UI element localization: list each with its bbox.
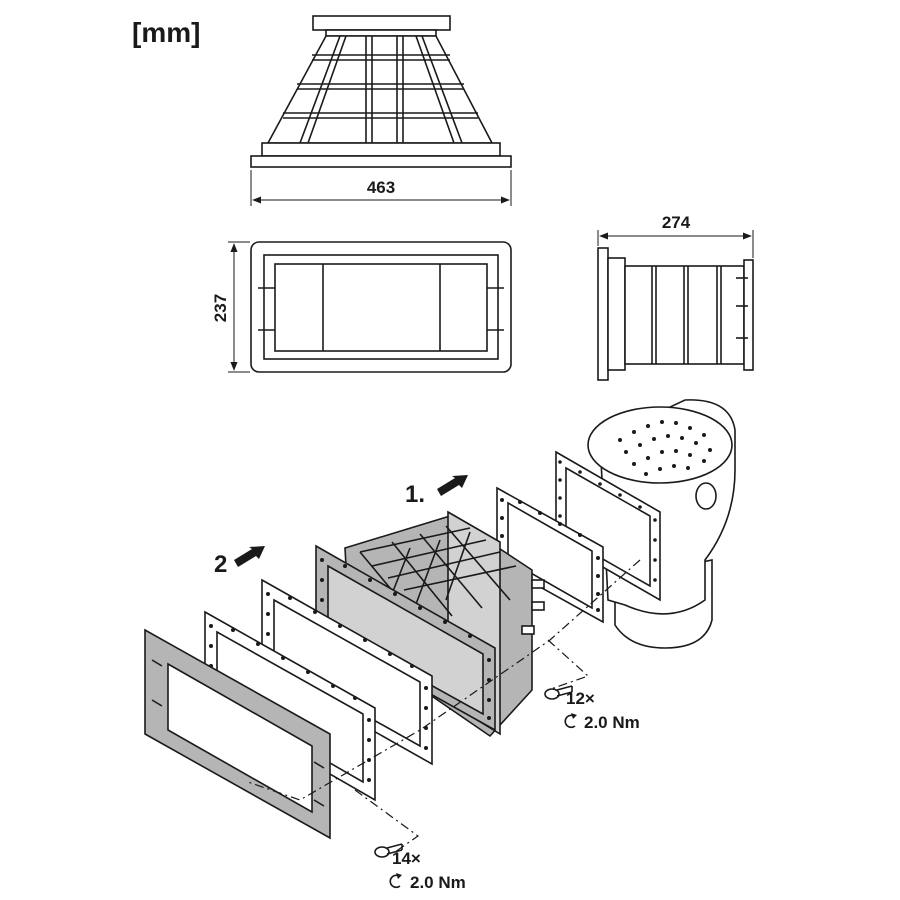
lower-screw-icon (374, 843, 403, 858)
lower-torque-icon (389, 873, 402, 889)
height-dimension-label: 237 (211, 294, 230, 322)
lower-torque-value: 2.0 Nm (410, 873, 466, 892)
faceplate-opening (167, 662, 313, 814)
skimmer-lid-holes (618, 420, 712, 476)
assembly-axis-line (247, 559, 641, 801)
front-view: 237 (211, 241, 512, 373)
upper-torque-value: 2.0 Nm (584, 713, 640, 732)
side-view-frame (607, 257, 626, 371)
top-view-base-frame (261, 142, 501, 157)
lower-screw-group: 14× 2.0 Nm (374, 843, 466, 892)
skimmer-lid (587, 406, 733, 484)
step-1-label: 1. (405, 481, 425, 508)
lower-screw-quantity: 14× (392, 849, 421, 868)
step-1-arrow-icon (437, 475, 468, 496)
front-view-opening (274, 263, 488, 352)
upper-screw-quantity: 12× (566, 689, 595, 708)
unit-label: [mm] (132, 17, 200, 48)
upper-screw-guide-line (547, 639, 590, 691)
skimmer-mouth-opening (565, 466, 651, 588)
top-view-base-plate (250, 155, 512, 168)
gasket-2-inner (273, 598, 421, 748)
lower-screw-guide-line (354, 789, 420, 853)
skimmer-side-port (695, 482, 717, 510)
extension-front-opening (327, 564, 484, 716)
top-view-mouth-collar (325, 29, 437, 37)
side-view-flange (597, 247, 609, 381)
step-1-indicator: 1. (405, 475, 468, 508)
side-view: 274 (597, 213, 754, 381)
upper-screw-icon (544, 685, 573, 700)
top-view: 463 (250, 15, 512, 206)
upper-screw-group: 12× 2.0 Nm (544, 685, 640, 732)
top-view-mouth-flange (312, 15, 451, 31)
step-2-label: 2 (214, 551, 227, 578)
skimmer-body (555, 399, 736, 649)
skimmer-mouth-screws (558, 460, 657, 582)
gasket-1 (496, 486, 604, 624)
side-view-back-flange (743, 259, 754, 371)
gasket-2 (261, 578, 433, 766)
step-2-arrow-icon (234, 546, 265, 567)
step-2-indicator: 2 (214, 546, 265, 578)
extension-body (315, 510, 545, 738)
faceplate (144, 628, 331, 840)
depth-dimension-label: 274 (662, 213, 691, 232)
gasket-1-inner (507, 501, 593, 610)
upper-torque-icon (564, 713, 577, 729)
width-dimension-label: 463 (367, 178, 395, 197)
